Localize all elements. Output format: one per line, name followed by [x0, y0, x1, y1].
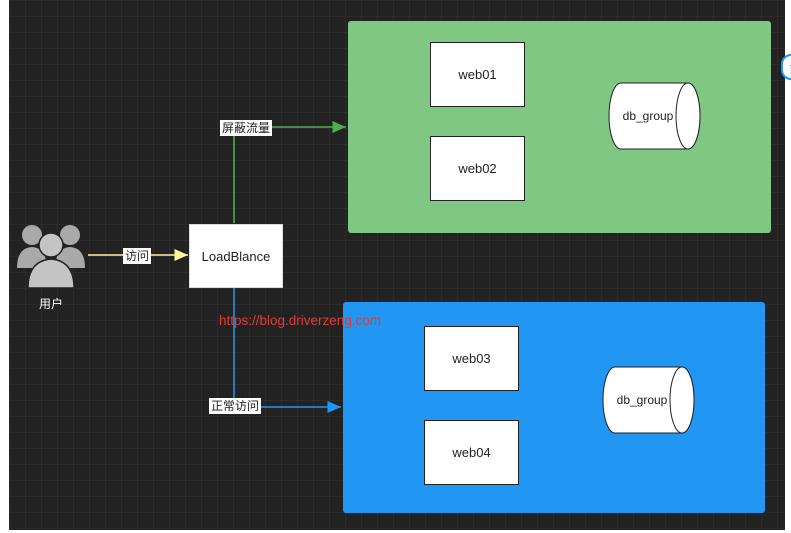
web03-node[interactable]: web03	[424, 326, 519, 391]
db-group-blue-label: db_group	[616, 393, 668, 407]
web04-node[interactable]: web04	[424, 420, 519, 485]
edge-label-visit: 访问	[123, 248, 152, 264]
users-icon[interactable]	[15, 218, 87, 290]
edge-loadbalance-to-green-group	[233, 121, 346, 223]
web03-label: web03	[452, 351, 491, 366]
db-group-blue-node[interactable]: db_group	[602, 366, 697, 434]
edge-label-block-traffic: 屏蔽流量	[220, 120, 273, 136]
database-icon	[602, 366, 695, 434]
loadbalance-label: LoadBlance	[201, 248, 271, 264]
users-label: 用户	[39, 297, 64, 311]
db-group-green-label: db_group	[622, 109, 674, 123]
web02-node[interactable]: web02	[430, 136, 525, 201]
web01-label: web01	[458, 67, 497, 82]
side-badge[interactable]: ↑	[781, 54, 791, 80]
web02-label: web02	[458, 161, 497, 176]
web04-label: web04	[452, 445, 491, 460]
web01-node[interactable]: web01	[430, 42, 525, 107]
db-group-green-node[interactable]: db_group	[608, 82, 703, 150]
database-icon	[608, 82, 701, 150]
arrow-up-icon: ↑	[788, 61, 791, 73]
blue-server-group[interactable]	[343, 302, 765, 513]
edge-loadbalance-to-blue-group	[233, 287, 341, 413]
loadbalance-node[interactable]: LoadBlance	[189, 224, 283, 288]
green-server-group[interactable]	[348, 21, 771, 233]
edge-label-normal-access: 正常访问	[209, 398, 262, 414]
watermark-url: https://blog.driverzeng.com	[219, 313, 382, 328]
